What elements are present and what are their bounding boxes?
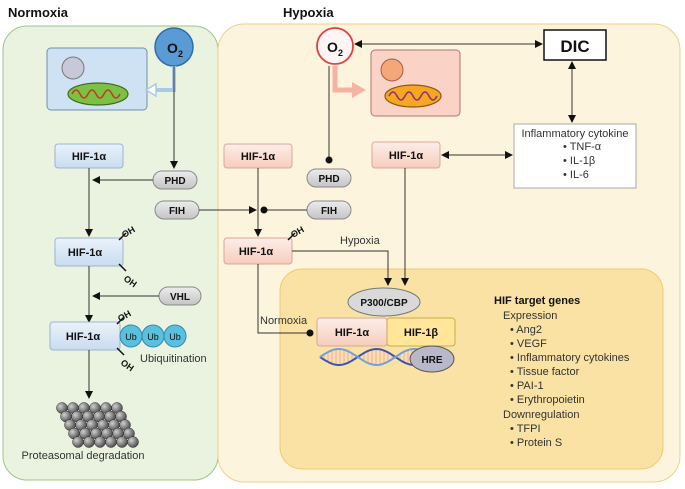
proteasome-sphere (83, 436, 95, 448)
expression-item-6: • Erythropoietin (510, 394, 585, 406)
downregulation-list: • TFPI • Protein S (510, 423, 562, 449)
downregulation-item-1: • TFPI (510, 423, 541, 435)
expression-item-3: • Inflammatory cytokines (510, 352, 630, 364)
proteasomal-degradation-label: Proteasomal degradation (22, 450, 145, 462)
hre-label: HRE (421, 355, 442, 366)
proteasome-sphere (72, 436, 84, 448)
expression-item-1: • Ang2 (510, 324, 542, 336)
proteasome-sphere (94, 436, 106, 448)
cytokine-item-3: • IL-6 (563, 169, 589, 181)
targets-downregulation-label: Downregulation (503, 409, 579, 421)
p300-cbp-label: P300/CBP (360, 298, 408, 309)
proteasome-sphere (116, 436, 128, 448)
complex-hif-beta-box (386, 317, 456, 347)
normoxia-oh-bond-1 (118, 232, 127, 241)
hypoxia-hif-box-c (371, 141, 441, 169)
hypoxia-o2-inflow-arrow (332, 66, 352, 93)
proteasome-sphere (127, 436, 139, 448)
hypoxia-hif-label-b: HIF-1α (239, 246, 274, 258)
normoxia-fih-label: FIH (169, 206, 185, 217)
hypoxia-mitochondrion-icon (384, 84, 442, 108)
hypoxia-nucleus (380, 58, 404, 82)
normoxia-mitochondrion-icon (67, 82, 129, 106)
targets-expression-label: Expression (503, 310, 557, 322)
complex-hif-beta-label: HIF-1β (404, 327, 439, 339)
ub-label-1: Ub (125, 332, 137, 342)
cytokine-item-2: • IL-1β (563, 155, 595, 167)
dic-label: DIC (560, 37, 589, 56)
hre-ellipse (409, 345, 455, 373)
targets-title: HIF target genes (494, 295, 580, 307)
cytokine-item-1: • TNF-α (563, 141, 602, 153)
normoxia-vhl-label: VHL (170, 292, 190, 303)
cytokine-title: Inflammatory cytokine (522, 128, 629, 140)
normoxia-phd-label: PHD (164, 176, 185, 187)
hypoxia-o2-sub: 2 (338, 48, 343, 58)
hypoxia-oxygen-icon: O 2 (316, 27, 354, 65)
ubiquitination-label: Ubiquitination (140, 353, 207, 365)
expression-item-4: • Tissue factor (510, 366, 580, 378)
normoxia-oh-bond-4 (116, 347, 125, 356)
normoxia-oh-bond-2 (118, 263, 127, 272)
ubiquitin-chain: Ub Ub Ub (119, 324, 187, 348)
target-genes-panel (279, 268, 664, 470)
p300-cbp-ellipse (347, 287, 421, 317)
normoxia-hif-label-3: HIF-1α (66, 331, 101, 343)
hypoxia-title: Hypoxia (283, 5, 334, 20)
ub-label-3: Ub (169, 332, 181, 342)
hypoxia-o2-label: O (327, 39, 338, 55)
normoxia-oh-bond-3 (116, 316, 125, 325)
ub-label-2: Ub (147, 332, 159, 342)
normoxia-o2-inflow-arrowhead (144, 82, 157, 98)
expression-item-5: • PAI-1 (510, 380, 544, 392)
expression-item-2: • VEGF (510, 338, 547, 350)
proteasome-sphere (105, 436, 117, 448)
normoxia-hif-label-2: HIF-1α (68, 247, 103, 259)
complex-hif-alpha-label: HIF-1α (335, 327, 370, 339)
hypoxia-fih-label: FIH (321, 206, 337, 217)
downregulation-item-2: • Protein S (510, 437, 562, 449)
proteasome-cluster-icon (56, 402, 139, 448)
hypoxia-phd-pill (306, 168, 352, 188)
normoxia-title: Normoxia (8, 5, 69, 20)
expression-list: • Ang2 • VEGF • Inflammatory cytokines • Ti… (510, 324, 630, 406)
normoxia-oxygen-icon: O 2 (154, 27, 194, 67)
hypoxia-oh-bond (287, 232, 296, 241)
normoxia-inhibit-path (257, 264, 314, 337)
dic-box (543, 29, 607, 61)
hypoxia-pathway-arrow (292, 250, 392, 286)
normoxia-hif-label-1: HIF-1α (72, 151, 107, 163)
hypoxia-arrow-label: Hypoxia (340, 235, 381, 247)
hypoxia-o2-inflow-arrowhead (352, 82, 366, 98)
normoxia-o2-sub: 2 (178, 49, 183, 59)
hypoxia-hif-label-c: HIF-1α (389, 150, 424, 162)
hypoxia-phd-label: PHD (318, 174, 339, 185)
ub-circle-3 (163, 324, 187, 348)
normoxia-nucleus (61, 56, 85, 80)
cytokine-box (513, 123, 637, 189)
hypoxia-hif-label-a: HIF-1α (241, 151, 276, 163)
normoxia-inhibit-label: Normoxia (260, 315, 308, 327)
normoxia-o2-label: O (167, 40, 178, 56)
